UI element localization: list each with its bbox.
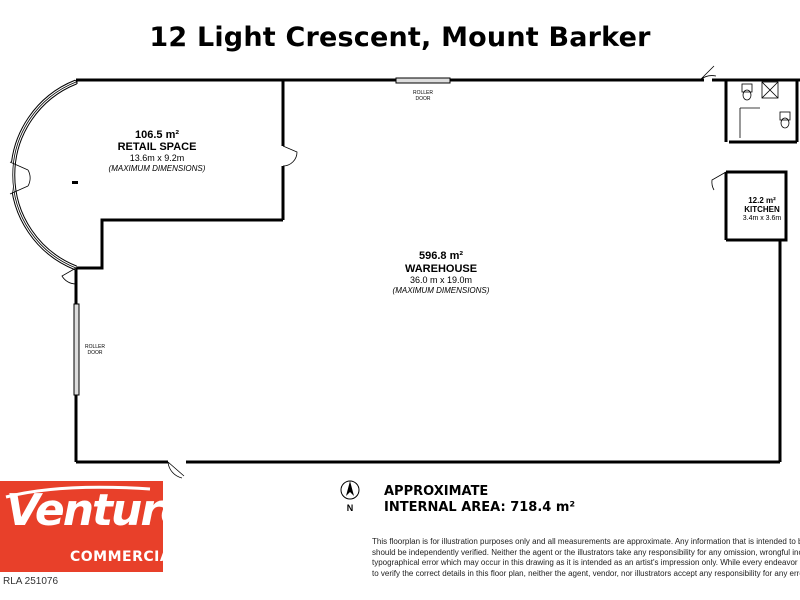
kitchen-room: 12.2 m² KITCHEN 3.4m x 3.6m [743,196,782,222]
kitchen-name: KITCHEN [744,205,780,214]
retail-area: 106.5 m² [135,129,179,141]
compass: N [340,480,360,513]
logo-swoosh [5,485,151,499]
total-area: APPROXIMATE INTERNAL AREA: 718.4 m² [384,484,575,516]
roller-door-left-label-2: DOOR [88,350,103,356]
warehouse-room: 596.8 m² WAREHOUSE 36.0 m x 19.0m (MAXIM… [393,250,490,295]
logo-word-commercial: COMMERCIAL [70,549,181,565]
roller-door-top: ROLLER DOOR [395,77,451,102]
total-area-line1: APPROXIMATE [384,484,489,499]
warehouse-area: 596.8 m² [419,250,463,262]
roller-door-top-label-2: DOOR [416,96,431,102]
warehouse-note: (MAXIMUM DIMENSIONS) [393,286,490,295]
venture-logo: Venture COMMERCIAL [0,481,190,572]
toilet-fixtures [739,81,791,138]
entry-door [0,161,31,195]
disclaimer: This floorplan is for illustration purpo… [372,537,800,579]
disclaimer-line: typographical error which may occur in t… [372,558,800,567]
retail-room: 106.5 m² RETAIL SPACE 13.6m x 9.2m (MAXI… [109,129,206,173]
roller-door-top-label: ROLLER [413,90,433,96]
column-marker [72,181,78,184]
warehouse-dims: 36.0 m x 19.0m [410,275,472,285]
outer-walls [74,78,800,464]
total-area-line2: INTERNAL AREA: 718.4 m² [384,500,576,515]
roller-door-left: ROLLER DOOR [73,303,105,396]
retail-name: RETAIL SPACE [118,141,197,153]
door-swings [61,65,727,479]
disclaimer-line: This floorplan is for illustration purpo… [372,537,800,546]
rla-number: RLA 251076 [3,576,59,587]
kitchen-dims: 3.4m x 3.6m [743,215,782,222]
disclaimer-line: should be independently verified. Neithe… [372,547,800,557]
retail-dims: 13.6m x 9.2m [130,153,185,163]
roller-door-left-label: ROLLER [85,344,105,350]
kitchen-area: 12.2 m² [748,196,776,205]
warehouse-name: WAREHOUSE [405,263,477,275]
logo-word-venture: Venture [6,485,190,536]
curved-frontage [10,79,77,271]
disclaimer-line: to verify the correct details in this fl… [372,568,800,578]
retail-note: (MAXIMUM DIMENSIONS) [109,164,206,173]
page-title: 12 Light Crescent, Mount Barker [149,22,651,53]
compass-label: N [347,503,354,513]
